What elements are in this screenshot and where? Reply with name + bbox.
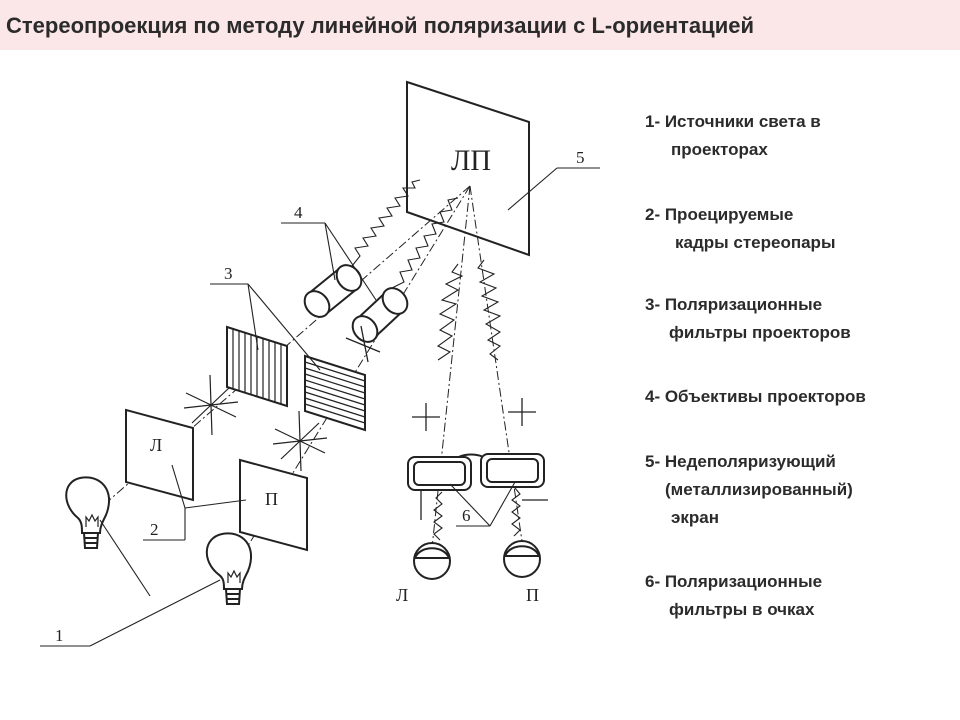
legend-item-3: 3- Поляризационные фильтры проекторов bbox=[645, 291, 851, 347]
screen-letters: ЛП bbox=[451, 144, 491, 177]
legend-item-1-line2: проекторах bbox=[671, 140, 768, 159]
eye-left-letter: Л bbox=[396, 585, 408, 605]
light-bulb-right bbox=[205, 532, 253, 605]
polarizing-glasses bbox=[407, 453, 545, 491]
callout-1: 1 bbox=[55, 626, 64, 645]
legend-item-5-line3: экран bbox=[671, 508, 720, 527]
eye-right bbox=[503, 540, 541, 578]
callout-4: 4 bbox=[294, 203, 303, 222]
callout-2: 2 bbox=[150, 520, 159, 539]
legend-item-6: 6- Поляризационные фильтры в очках bbox=[645, 568, 822, 624]
frame-right bbox=[239, 458, 308, 552]
legend-item-4-title: 4- Объективы проекторов bbox=[645, 387, 866, 406]
legend-item-5: 5- Недеполяризующий (металлизированный) … bbox=[645, 448, 853, 532]
lens-right bbox=[351, 287, 409, 343]
polarizer-vertical bbox=[226, 325, 288, 408]
legend-item-2-line2: кадры стереопары bbox=[675, 233, 836, 252]
legend-item-5-title: 5- Недеполяризующий bbox=[645, 452, 836, 471]
frame-right-letter: П bbox=[265, 489, 278, 509]
screen bbox=[406, 80, 530, 257]
callout-5: 5 bbox=[576, 148, 585, 167]
wave-left bbox=[351, 179, 421, 267]
title-bar: Стереопроекция по методу линейной поляри… bbox=[0, 0, 960, 50]
lens-left bbox=[303, 264, 363, 318]
light-bulb-left bbox=[65, 476, 111, 549]
legend-item-1-title: 1- Источники света в bbox=[645, 112, 821, 131]
eye-right-letter: П bbox=[526, 585, 539, 605]
wave-down-right bbox=[477, 259, 502, 361]
frame-left-letter: Л bbox=[150, 435, 162, 455]
callout-6: 6 bbox=[462, 506, 471, 525]
legend-item-1: 1- Источники света в проекторах bbox=[645, 108, 821, 164]
callout-3: 3 bbox=[224, 264, 233, 283]
polarization-star-right bbox=[272, 410, 328, 472]
wave-down-left bbox=[436, 263, 464, 361]
legend-item-2-title: 2- Проецируемые bbox=[645, 205, 794, 224]
eye-left bbox=[413, 542, 451, 580]
page-title: Стереопроекция по методу линейной поляри… bbox=[6, 13, 754, 38]
legend-item-3-line2: фильтры проекторов bbox=[669, 323, 851, 342]
polarization-star-left bbox=[183, 374, 239, 436]
legend-item-5-line2: (металлизированный) bbox=[665, 480, 853, 499]
wave-right bbox=[391, 197, 459, 289]
frame-left bbox=[125, 408, 194, 502]
legend-item-4: 4- Объективы проекторов bbox=[645, 383, 866, 411]
legend-item-6-line2: фильтры в очках bbox=[669, 600, 815, 619]
legend-item-6-title: 6- Поляризационные bbox=[645, 572, 823, 591]
polarizer-horizontal bbox=[304, 354, 366, 432]
legend-item-2: 2- Проецируемые кадры стереопары bbox=[645, 201, 835, 257]
stereo-projection-diagram: ЛП Л П bbox=[40, 80, 600, 647]
legend-item-3-title: 3- Поляризационные bbox=[645, 295, 823, 314]
